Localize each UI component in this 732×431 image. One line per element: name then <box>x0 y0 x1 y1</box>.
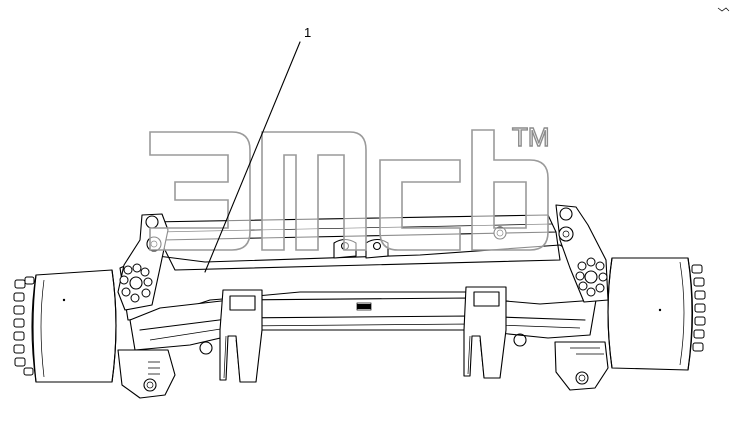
corner-mark <box>717 7 730 12</box>
left-knuckle-bolts <box>119 263 153 303</box>
left-hub-bolts <box>13 276 35 376</box>
callout-label-1: 1 <box>304 25 311 40</box>
left-wheel-hub <box>13 269 117 383</box>
right-knuckle-bolts <box>575 257 608 297</box>
right-steering-knuckle <box>554 204 609 391</box>
left-spring-mount <box>199 289 263 383</box>
trademark-mark: TM <box>512 122 550 152</box>
right-spring-mount <box>463 286 527 379</box>
callout-1: 1 <box>204 25 311 273</box>
right-hub-bolts <box>691 264 706 352</box>
right-wheel-hub <box>607 257 706 371</box>
brand-watermark: TM <box>149 121 550 251</box>
